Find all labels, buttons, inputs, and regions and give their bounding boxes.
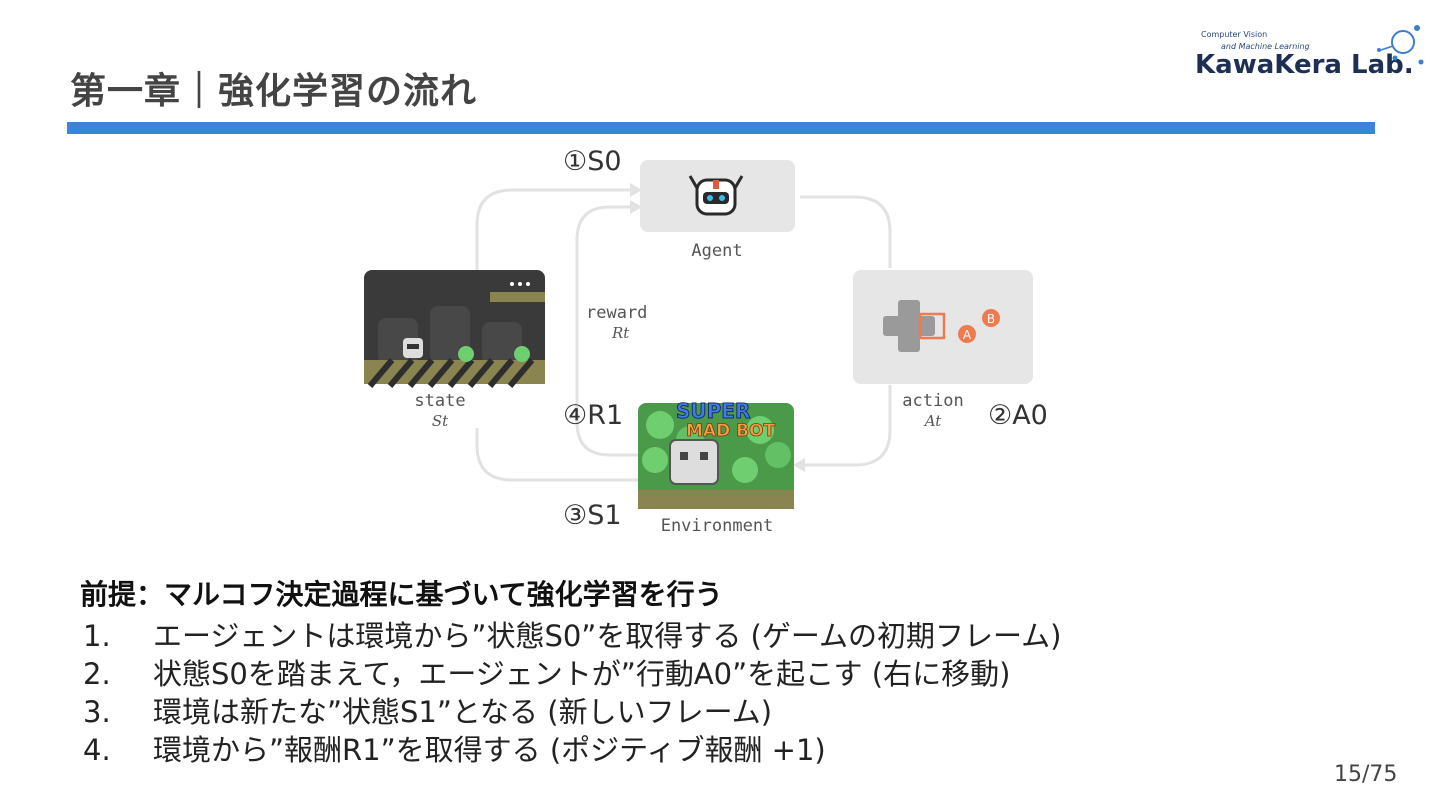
game-logo-line2: MAD BOT — [686, 421, 776, 441]
gamepad-b-label: B — [987, 312, 995, 326]
rl-loop-diagram: Agent state St reward Rt A B action — [364, 160, 1033, 536]
arrow-env-to-state — [475, 428, 640, 482]
state-label: state — [414, 391, 465, 411]
logo-network-icon — [1377, 25, 1424, 65]
agent-label: Agent — [691, 241, 742, 261]
list-item: 2.状態S0を踏まえて，エージェントが”行動A0”を起こす (右に移動) — [83, 657, 1011, 691]
step2-callout: ②A0 — [988, 400, 1048, 431]
step4-callout: ④R1 — [563, 400, 624, 431]
step3-callout: ③S1 — [563, 500, 622, 531]
robot-icon — [688, 175, 744, 216]
arrow-heads — [630, 183, 805, 472]
arrow-agent-to-action — [800, 195, 892, 268]
arrow-action-to-env — [805, 385, 892, 467]
environment-game-image: SUPER MAD BOT — [638, 399, 794, 509]
list-item: 1.エージェントは環境から”状態S0”を取得する (ゲームの初期フレーム) — [83, 619, 1062, 653]
gamepad-a-label: A — [963, 328, 972, 342]
action-symbol: At — [923, 412, 943, 430]
game-logo-line1: SUPER — [676, 399, 750, 423]
lab-logo: Computer Vision and Machine Learning Kaw… — [1195, 20, 1430, 82]
arrow-reward-to-agent — [575, 205, 640, 457]
logo-name: KawaKera Lab. — [1195, 50, 1414, 80]
page-title: 第一章｜強化学習の流れ — [70, 71, 478, 112]
list-item: 3.環境は新たな”状態S1”となる (新しいフレーム) — [83, 695, 773, 729]
state-game-screen — [364, 270, 545, 388]
premise-heading: 前提：マルコフ決定過程に基づいて強化学習を行う — [80, 578, 723, 611]
title-underline-bar — [67, 122, 1375, 134]
page-number: 15/75 — [1334, 762, 1398, 787]
gamepad-icon: A B — [883, 300, 1000, 352]
reward-symbol: Rt — [611, 324, 630, 342]
list-item: 4.環境から”報酬R1”を取得する (ポジティブ報酬 +1) — [83, 733, 826, 767]
step1-callout: ①S0 — [563, 146, 622, 177]
reward-label: reward — [586, 303, 647, 323]
logo-line2: and Machine Learning — [1221, 42, 1310, 51]
logo-line1: Computer Vision — [1201, 30, 1268, 39]
environment-label: Environment — [661, 516, 774, 536]
state-symbol: St — [432, 412, 449, 430]
loop-arrows — [475, 188, 892, 482]
arrow-state-to-agent — [475, 188, 630, 270]
steps-list: 1.エージェントは環境から”状態S0”を取得する (ゲームの初期フレーム) 2.… — [83, 617, 1061, 769]
action-label: action — [902, 391, 963, 411]
